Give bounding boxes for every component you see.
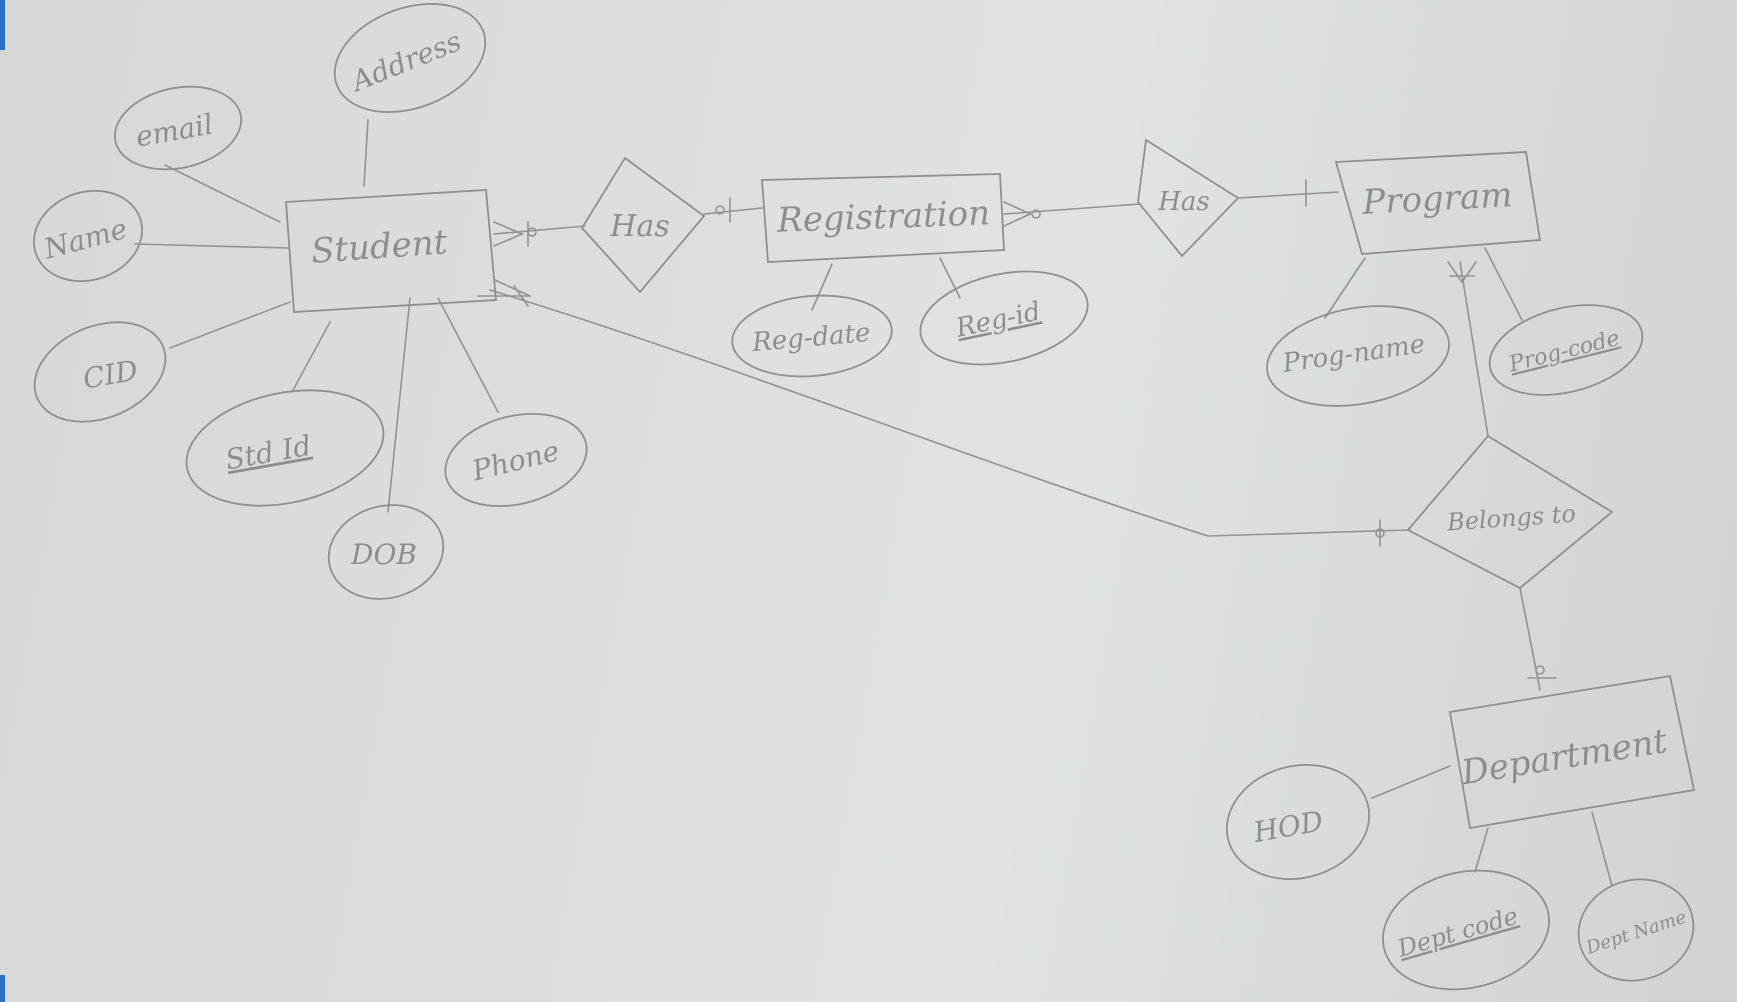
attribute-address-label: Address [344,24,466,99]
attribute-deptcode-label: Dept code [1394,902,1521,963]
attribute-regdate-label: Reg-date [750,318,872,358]
notation-dot-4 [1375,528,1385,538]
attribute-hod: HOD [1225,764,1371,880]
edge-progname [1324,257,1366,319]
edge-address [363,119,369,187]
attribute-dob-label: DOB [350,538,417,571]
relationship-belongs-to-diamond [1406,434,1614,590]
attribute-deptname-ellipse [1577,878,1695,982]
attribute-hod-ellipse [1225,764,1371,880]
attribute-address-ellipse [333,3,487,113]
attribute-address: Address [333,3,487,113]
relationship-has-1-label: Has [609,209,669,244]
attribute-regid: Reg-id [919,270,1089,366]
edge-has1-registration [703,207,763,215]
entity-department-label: Department [1458,721,1670,793]
edge-email [164,164,281,223]
attribute-progcode-label: Prog-code [1506,326,1622,378]
edge-phone [437,297,499,413]
notation-dot-3 [1031,209,1041,219]
notation-dot-5 [1535,665,1545,675]
notation-registration-has2 [1003,201,1032,227]
edge-deptcode [1474,827,1489,873]
attribute-phone-ellipse [444,412,588,508]
relationship-belongs-to: Belongs to [1406,434,1614,590]
entity-department: Department [1448,674,1696,830]
attribute-phone-label: Phone [468,434,563,488]
edge-hod [1371,765,1451,799]
relationship-belongs-to-label: Belongs to [1445,500,1576,537]
edge-progcode [1484,247,1523,321]
edge-belongs-department [1519,587,1541,691]
entity-student-label: Student [310,222,449,271]
entity-registration-label: Registration [776,193,991,240]
attribute-deptcode-ellipse [1382,869,1550,991]
entity-student: Student [285,189,497,313]
attribute-email-ellipse [113,85,243,171]
edge-program-belongs [1459,261,1489,437]
attribute-name-ellipse [33,189,143,283]
attribute-email: email [113,85,243,171]
attribute-stdid: Std Id [185,389,385,507]
attribute-regid-label: Reg-id [952,297,1043,344]
relationship-has-1-diamond [580,156,706,294]
edge-dob [387,297,411,513]
attribute-cid-label: CID [80,354,140,396]
edge-regid [939,257,961,299]
relationship-has-2: Has [1137,138,1240,258]
attribute-deptcode: Dept code [1382,869,1550,991]
attribute-dob-ellipse [327,504,445,600]
attribute-progname-ellipse [1266,305,1450,407]
attribute-progcode: Prog-code [1488,304,1644,396]
edge-stdid [291,321,331,393]
entity-student-box [285,189,497,313]
relationship-has-1: Has [580,156,706,294]
entity-registration: Registration [761,173,1005,263]
edge-student-belongs [489,289,1411,537]
entity-program-label: Program [1360,175,1513,223]
edge-deptname [1591,811,1613,887]
edge-regdate [811,263,833,311]
attribute-name: Name [33,189,143,283]
attribute-stdid-ellipse [185,389,385,507]
entity-program: Program [1334,151,1542,255]
attribute-phone: Phone [444,412,588,508]
attribute-regdate: Reg-date [731,294,893,378]
edge-has2-program [1237,191,1339,199]
edge-student-has1 [493,225,586,235]
attribute-regid-ellipse [919,270,1089,366]
attribute-cid-ellipse [33,321,167,423]
attribute-hod-label: HOD [1250,804,1325,849]
attribute-progname-label: Prog-name [1280,329,1427,379]
entity-department-box [1448,674,1696,830]
notation-dot-1 [527,227,537,237]
left-edge-marker-top [0,0,5,50]
attribute-email-label: email [133,108,215,154]
attribute-progcode-ellipse [1488,304,1644,396]
attribute-regdate-ellipse [731,294,893,378]
attribute-progname: Prog-name [1266,305,1450,407]
edge-registration-has2 [1003,203,1141,215]
relationship-has-2-diamond [1137,138,1240,258]
attribute-dob: DOB [327,504,445,600]
attribute-cid: CID [33,321,167,423]
attribute-name-label: Name [40,212,131,266]
attribute-deptname: Dept Name [1577,878,1695,982]
entity-registration-box [761,173,1005,263]
edge-name [134,243,289,249]
notation-program-belongs [1447,261,1477,284]
notation-dot-2 [715,205,725,215]
left-edge-marker-bottom [0,975,5,1002]
notation-student-belongs [477,279,531,307]
attribute-deptname-label: Dept Name [1583,907,1689,959]
attribute-stdid-label: Std Id [223,429,314,476]
edge-cid [169,301,291,349]
entity-program-box [1334,151,1542,255]
relationship-has-2-label: Has [1157,187,1210,217]
connector-lines [134,119,1613,887]
